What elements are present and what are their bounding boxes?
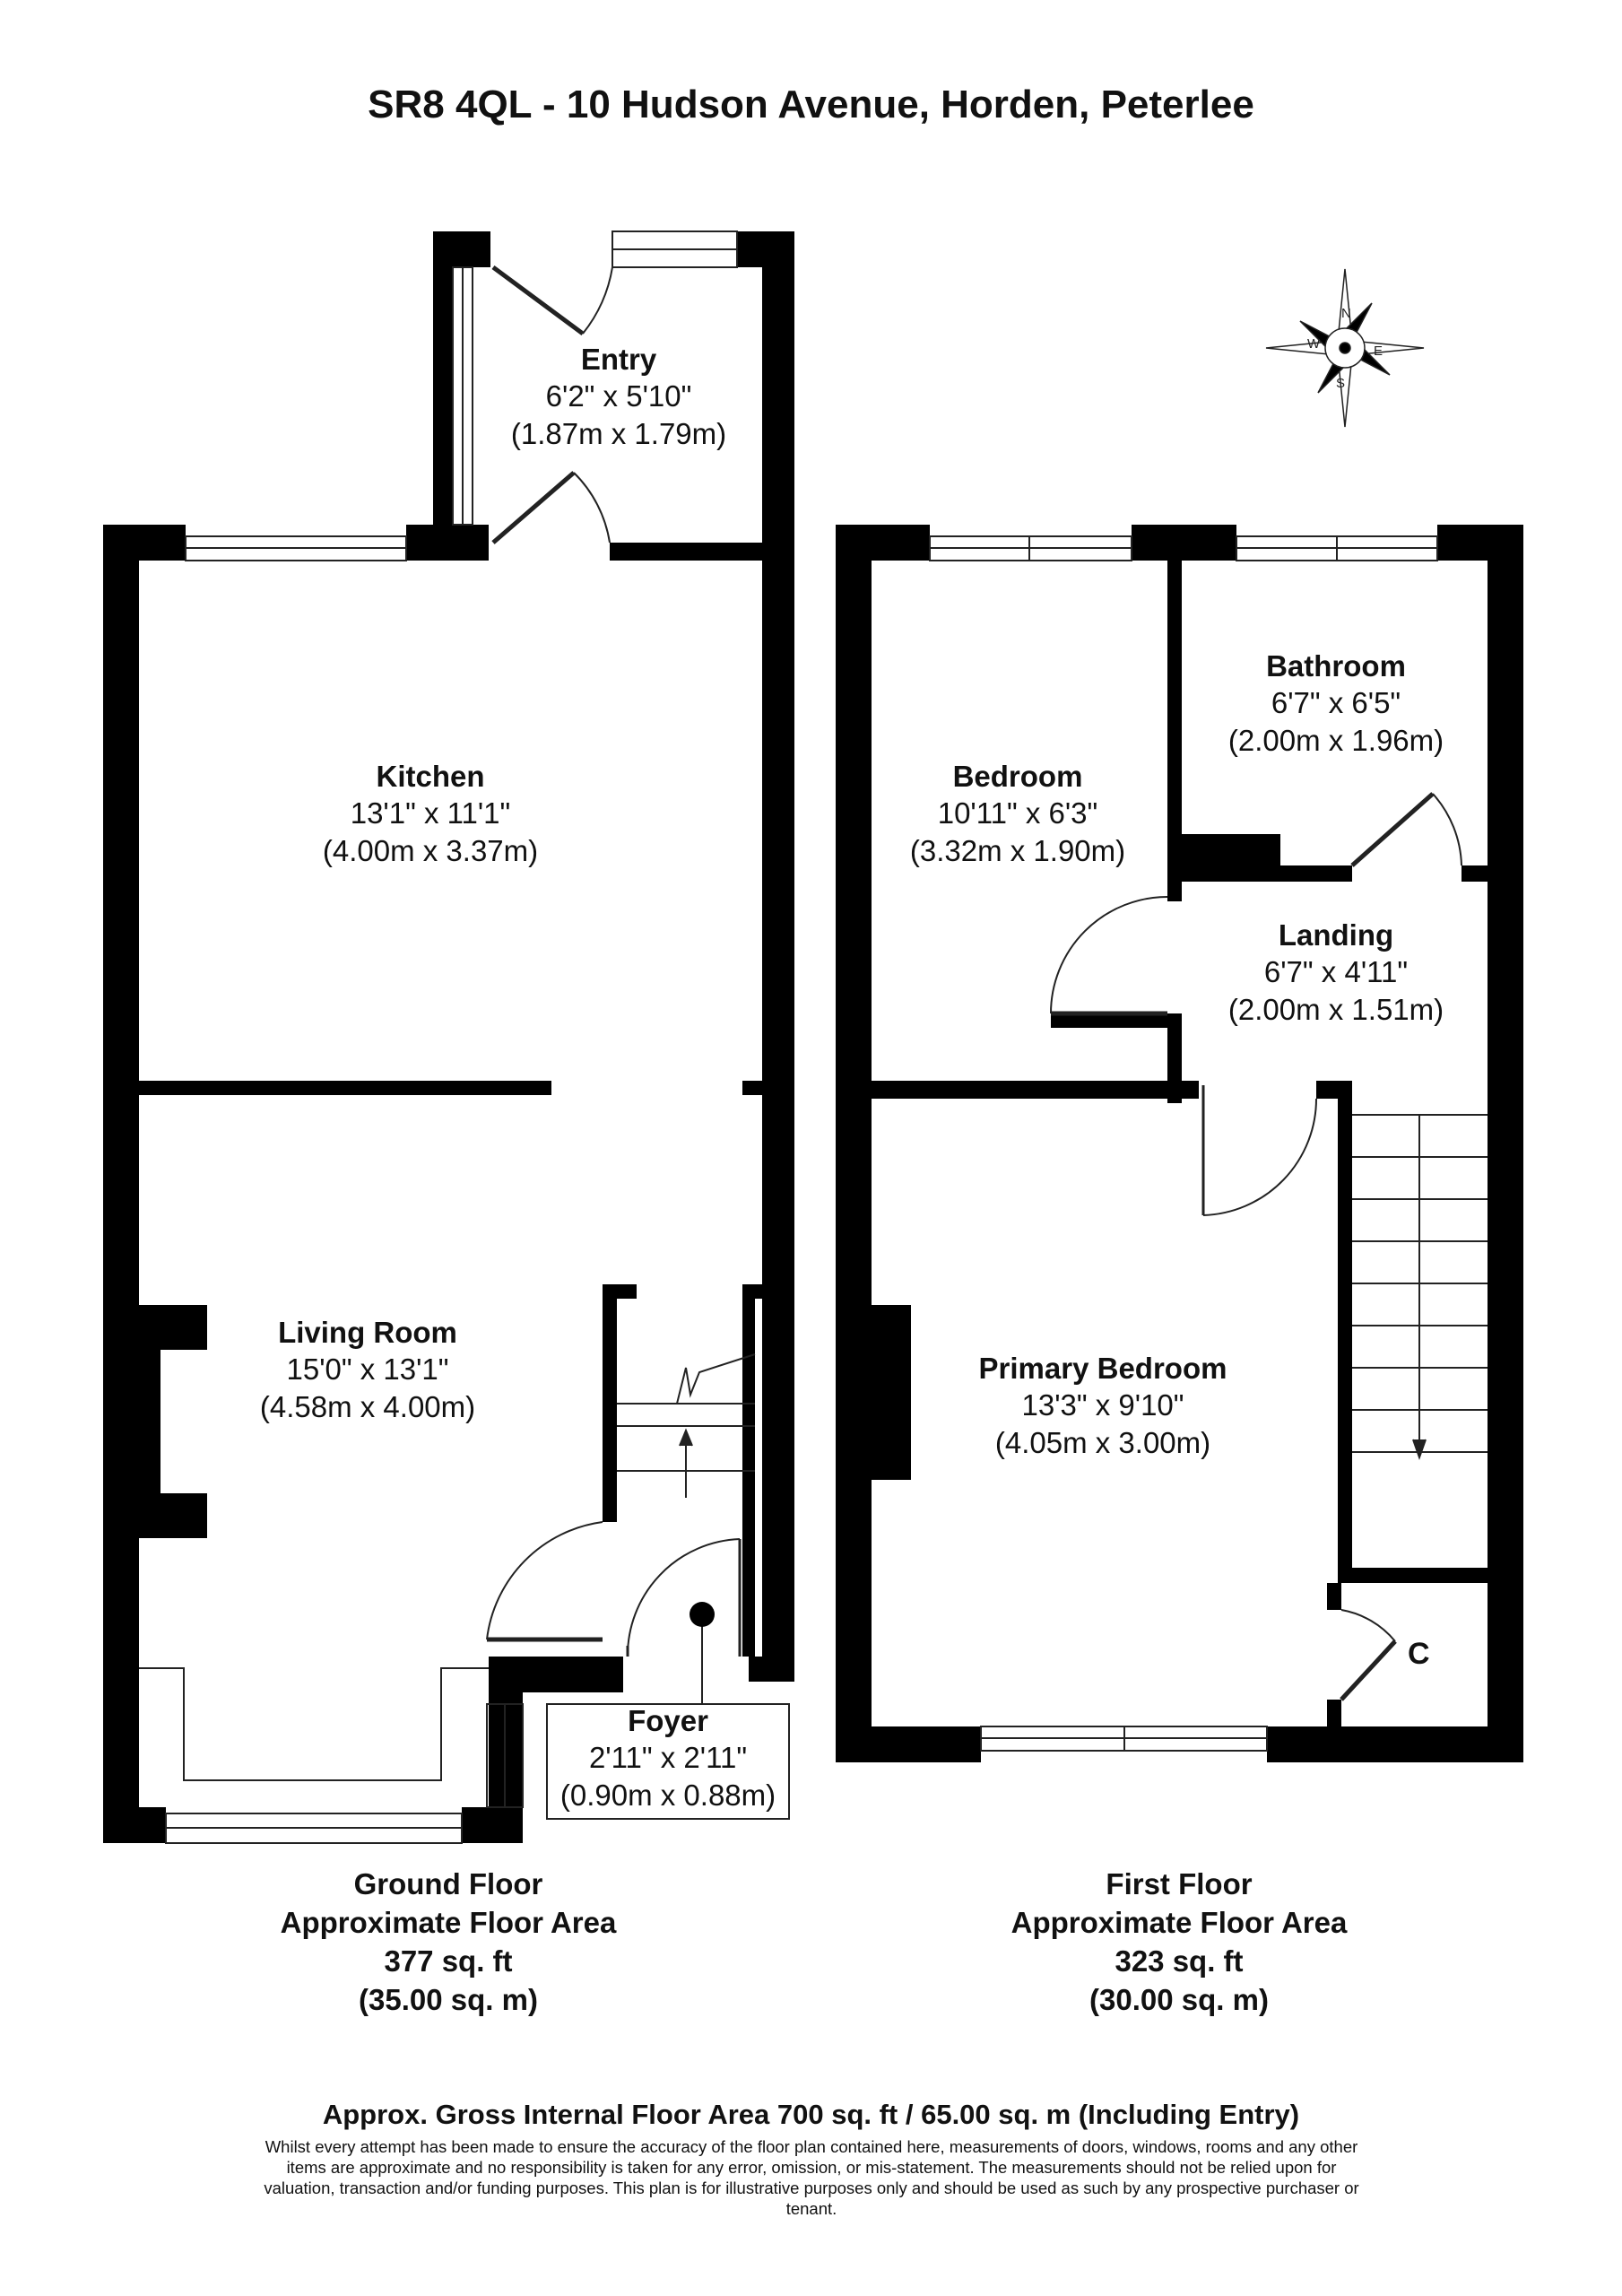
gross-internal-area: Approx. Gross Internal Floor Area 700 sq… (322, 2099, 1300, 2130)
room-dims-imperial: 6'2" x 5'10" (545, 379, 692, 413)
room-bedroom: Bedroom 10'11" x 6'3" (3.32m x 1.90m) (874, 758, 1161, 869)
room-dims-imperial: 13'3" x 9'10" (1021, 1388, 1184, 1422)
room-dims-metric: (4.58m x 4.00m) (259, 1389, 476, 1423)
stair-break (617, 1353, 756, 1405)
chimney-breast (139, 1305, 207, 1350)
wall (103, 525, 139, 1843)
wall (1338, 1081, 1352, 1583)
room-name: Kitchen (376, 760, 485, 793)
room-entry: Entry 6'2" x 5'10" (1.87m x 1.79m) (484, 341, 753, 452)
wall (1327, 1583, 1341, 1610)
chimney-breast (139, 1493, 207, 1538)
wall (872, 1081, 1199, 1099)
room-dims-imperial: 13'1" x 11'1" (350, 796, 511, 831)
floor-area-label: Approximate Floor Area (280, 1905, 617, 1939)
room-dims-metric: (4.00m x 3.37m) (322, 833, 539, 867)
compass-e: E (1374, 344, 1383, 359)
compass-s: S (1336, 376, 1345, 391)
room-kitchen: Kitchen 13'1" x 11'1" (4.00m x 3.37m) (260, 758, 601, 869)
room-dims-imperial: 15'0" x 13'1" (286, 1352, 449, 1387)
wall (139, 1081, 551, 1095)
wall (1338, 1568, 1488, 1583)
floor-name: Ground Floor (353, 1867, 543, 1900)
first-floor-area: First Floor Approximate Floor Area 323 s… (910, 1866, 1448, 2020)
room-dims-metric: (1.87m x 1.79m) (510, 416, 727, 450)
wall (1488, 525, 1523, 1762)
room-name: Primary Bedroom (978, 1352, 1227, 1385)
floor-area-label: Approximate Floor Area (1010, 1905, 1348, 1939)
compass-letters: N E S W (1307, 306, 1383, 391)
closet-label: C (1408, 1637, 1430, 1671)
floor-area-sqft: 377 sq. ft (384, 1944, 513, 1978)
plan-title: SR8 4QL - 10 Hudson Avenue, Horden, Pete… (368, 83, 1254, 126)
foyer-outline (546, 1703, 790, 1820)
chimney-breast (139, 1350, 160, 1493)
room-name: Landing (1278, 918, 1394, 952)
floor-name: First Floor (1106, 1867, 1253, 1900)
door (491, 265, 585, 336)
room-name: Living Room (278, 1316, 457, 1349)
chimney-breast (872, 1305, 911, 1480)
floor-area-sqm: (35.00 sq. m) (359, 1982, 538, 2016)
wall (610, 543, 794, 561)
room-foyer: Foyer 2'11" x 2'11" (0.90m x 0.88m) (538, 1702, 798, 1813)
room-dims-imperial: 2'11" x 2'11" (588, 1741, 748, 1775)
room-name: Bedroom (952, 760, 1083, 793)
room-name: Bathroom (1266, 649, 1406, 683)
room-name: Foyer (628, 1704, 708, 1737)
wall (1051, 1013, 1182, 1028)
wall (603, 1284, 617, 1522)
light-fitting-icon (690, 1602, 715, 1627)
wall (1327, 1700, 1341, 1726)
room-dims-metric: (2.00m x 1.51m) (1227, 992, 1444, 1026)
room-dims-metric: (4.05m x 3.00m) (994, 1425, 1211, 1459)
compass-n: N (1341, 306, 1351, 321)
floor-area-sqm: (30.00 sq. m) (1089, 1982, 1269, 2016)
room-living: Living Room 15'0" x 13'1" (4.58m x 4.00m… (215, 1314, 520, 1425)
door (1350, 792, 1435, 867)
room-dims-metric: (3.32m x 1.90m) (909, 833, 1126, 867)
wall (749, 1657, 794, 1682)
wall (433, 231, 453, 545)
wall (762, 525, 794, 1682)
wall (1167, 561, 1182, 901)
wall (836, 1726, 981, 1762)
room-bathroom: Bathroom 6'7" x 6'5" (2.00m x 1.96m) (1193, 648, 1479, 759)
wall (103, 1807, 166, 1843)
room-dims-metric: (2.00m x 1.96m) (1227, 723, 1444, 757)
wall (1462, 865, 1488, 882)
room-primary-bedroom: Primary Bedroom 13'3" x 9'10" (4.05m x 3… (941, 1350, 1264, 1461)
wall (1182, 865, 1352, 882)
room-landing: Landing 6'7" x 4'11" (2.00m x 1.51m) (1193, 917, 1479, 1028)
disclaimer-text: Whilst every attempt has been made to en… (264, 2137, 1359, 2219)
compass-icon (1265, 268, 1425, 428)
ground-floor-area: Ground Floor Approximate Floor Area 377 … (179, 1866, 717, 2020)
room-name: Entry (580, 343, 657, 376)
room-dims-imperial: 10'11" x 6'3" (937, 796, 1098, 831)
room-dims-imperial: 6'7" x 6'5" (1271, 686, 1401, 720)
bay-window (139, 1667, 489, 1781)
door (491, 471, 576, 544)
wall (762, 231, 794, 545)
wall (462, 1807, 523, 1843)
wall (406, 525, 489, 561)
wall (1267, 1726, 1523, 1762)
room-dims-metric: (0.90m x 0.88m) (559, 1778, 776, 1812)
room-dims-imperial: 6'7" x 4'11" (1263, 955, 1409, 989)
wall (603, 1284, 637, 1299)
compass-w: W (1307, 336, 1321, 352)
wall (1132, 525, 1236, 561)
wall (742, 1081, 762, 1095)
wall (836, 525, 872, 1762)
floor-area-sqft: 323 sq. ft (1115, 1944, 1244, 1978)
door (1340, 1639, 1397, 1701)
